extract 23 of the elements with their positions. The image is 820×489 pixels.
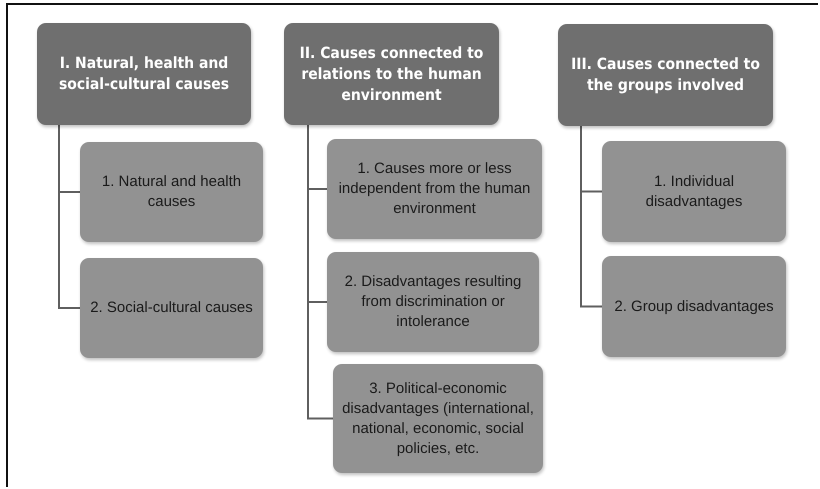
box-label: 2. Social-cultural causes <box>90 298 253 318</box>
box-label: III. Causes connected to the groups involved <box>570 54 761 96</box>
connector-line <box>58 125 80 309</box>
subcategory-box <box>80 142 263 242</box>
connector-line <box>580 126 602 308</box>
box-label: 1. Individual disadvantages <box>644 172 744 212</box>
box-label: 1. Causes more or less independent from the human environment <box>338 159 532 219</box>
subcategory-box <box>80 258 263 358</box>
box-label: 3. Political-economic disadvantages (international, national, economic, social policies, etc. <box>341 378 535 458</box>
category-box <box>37 23 251 125</box>
subcategory-box <box>602 141 786 242</box>
connector-line <box>307 125 333 420</box>
box-label: 2. Disadvantages resulting from discrimination or intolerance <box>344 272 522 332</box>
box-label: I. Natural, health and social-cultural causes <box>58 53 230 95</box>
subcategory-box <box>327 252 539 352</box>
box-label: 2. Group disadvantages <box>614 296 774 316</box>
box-label: 1. Natural and health causes <box>100 172 242 212</box>
category-box <box>284 23 499 125</box>
subcategory-box <box>602 256 786 357</box>
category-box <box>558 24 773 126</box>
subcategory-box <box>333 364 543 473</box>
subcategory-box <box>327 139 542 239</box>
box-label: II. Causes connected to relations to the human environment <box>298 42 484 106</box>
